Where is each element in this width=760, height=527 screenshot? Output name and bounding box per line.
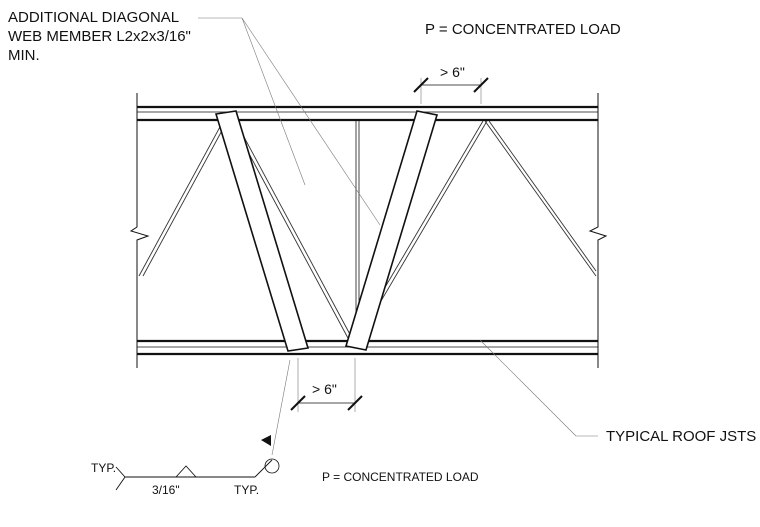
break-lines: [129, 93, 608, 368]
leader-lines: [198, 17, 598, 456]
top-chord: [137, 105, 598, 122]
additional-web-member-left: [214, 110, 310, 352]
additional-web-note-line1: ADDITIONAL DIAGONAL: [8, 9, 179, 26]
concentrated-load-note-bottom: P = CONCENTRATED LOAD: [322, 470, 479, 484]
weld-typ-left: TYP.: [91, 461, 116, 475]
weld-typ-right: TYP.: [234, 483, 259, 497]
weld-symbol: [115, 435, 280, 491]
concentrated-load-note-top: P = CONCENTRATED LOAD: [425, 21, 621, 38]
bottom-spacing-label: > 6": [312, 381, 337, 397]
bottom-dimension: [290, 358, 363, 412]
additional-web-note-line3: MIN.: [8, 47, 40, 64]
additional-web-member-right: [344, 110, 439, 351]
top-spacing-label: > 6": [440, 64, 465, 80]
weld-size-label: 3/16": [152, 483, 180, 497]
typical-joists-note: TYPICAL ROOF JSTS: [606, 428, 756, 445]
additional-web-note-line2: WEB MEMBER L2x2x3/16": [8, 28, 191, 45]
additional-web-members: [214, 110, 439, 352]
top-dimension: [413, 77, 489, 104]
